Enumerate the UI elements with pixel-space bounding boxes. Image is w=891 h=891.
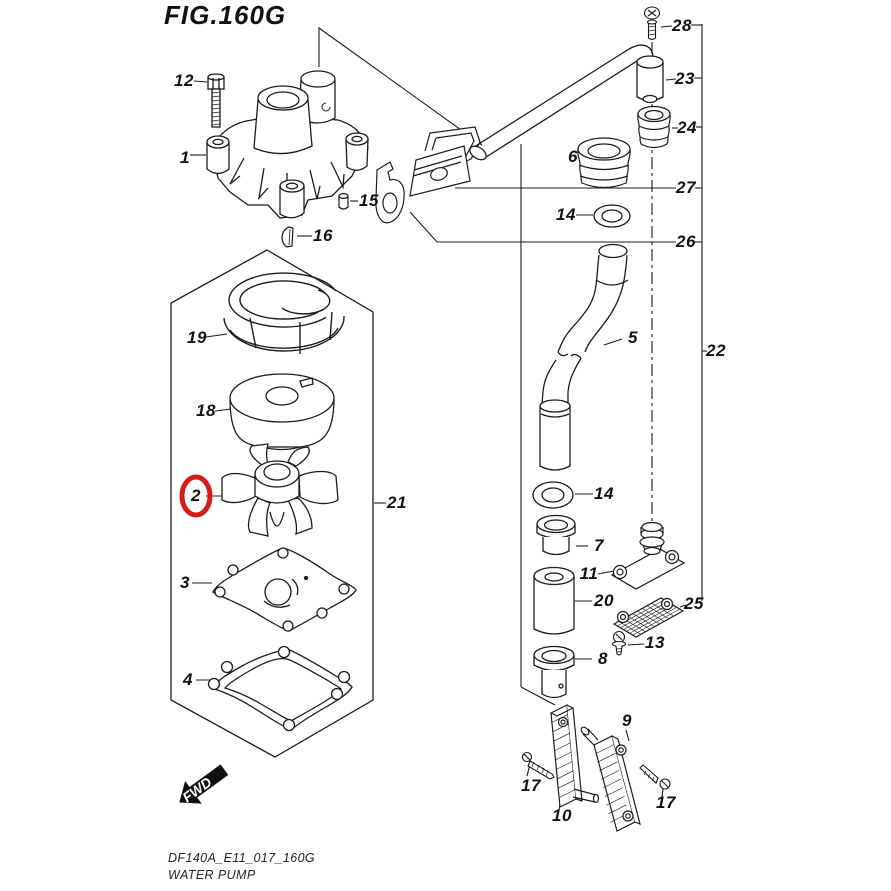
bracket-assembly: [375, 126, 481, 224]
part-12-bolt: [207, 73, 225, 128]
footer-code: DF140A_E11_017_160G: [168, 851, 316, 865]
callout-7: 7: [594, 536, 604, 555]
part-23-water-tube: [469, 44, 664, 161]
figure-title: FIG.160G: [164, 0, 287, 30]
callout-3: 3: [180, 573, 190, 592]
callout-10: 10: [552, 806, 572, 825]
highlight-circle: [179, 474, 213, 518]
part-7-bushing: [536, 514, 576, 556]
callout-16: 16: [313, 226, 333, 245]
callout-2: 2: [191, 486, 201, 505]
part-9-strainer: [580, 726, 641, 832]
part-19-wire-frame: [223, 272, 345, 354]
footer-title: WATER PUMP: [168, 868, 256, 882]
callout-27: 27: [676, 178, 696, 197]
part-28-screw: [643, 6, 661, 41]
callout-13: 13: [645, 633, 665, 652]
callout-17-right: 17: [656, 793, 676, 812]
fwd-arrow: FWD: [179, 764, 229, 805]
part-2-impeller: [221, 443, 339, 537]
callout-5: 5: [628, 328, 638, 347]
callout-21: 21: [387, 493, 407, 512]
part-18-cup: [229, 373, 335, 451]
part-20-sleeve: [533, 566, 575, 635]
callout-14-lower: 14: [594, 484, 614, 503]
callout-20: 20: [594, 591, 614, 610]
callout-24: 24: [677, 118, 697, 137]
callout-22: 22: [706, 341, 726, 360]
callout-4: 4: [183, 670, 193, 689]
callout-28: 28: [672, 16, 692, 35]
part-10-strainer: [550, 704, 600, 808]
part-14-washer-lower: [532, 481, 574, 509]
part-5-hose: [539, 243, 629, 471]
callout-26: 26: [676, 232, 696, 251]
part-13-screw: [611, 630, 627, 656]
part-4-gasket: [207, 645, 353, 732]
callout-25: 25: [684, 594, 704, 613]
part-17-screw-right: [639, 764, 671, 790]
callout-11: 11: [579, 564, 599, 583]
callout-14-upper: 14: [556, 205, 576, 224]
part-25-strainer-plate: [612, 597, 685, 638]
part-14-washer-upper: [593, 204, 631, 228]
part-24-grommet: [637, 105, 671, 149]
part-11-fitting-bracket: [610, 521, 686, 590]
callout-15: 15: [359, 191, 379, 210]
callout-8: 8: [598, 649, 608, 668]
callout-1: 1: [180, 148, 190, 167]
callout-17-left: 17: [521, 776, 541, 795]
part-6-grommet: [577, 137, 631, 189]
callout-23: 23: [675, 69, 695, 88]
part-1-pump-case: [206, 70, 369, 219]
part-3-plate: [212, 547, 357, 632]
callout-18: 18: [196, 401, 216, 420]
part-8-bushing: [533, 645, 575, 699]
part-17-screw-left: [521, 751, 555, 780]
part-16-key: [281, 226, 294, 248]
callout-19: 19: [187, 328, 207, 347]
callout-9: 9: [622, 711, 632, 730]
callout-12: 12: [174, 71, 194, 90]
part-21-exploded-box: [170, 249, 374, 758]
part-15-pin: [338, 193, 349, 210]
callout-6: 6: [568, 147, 578, 166]
